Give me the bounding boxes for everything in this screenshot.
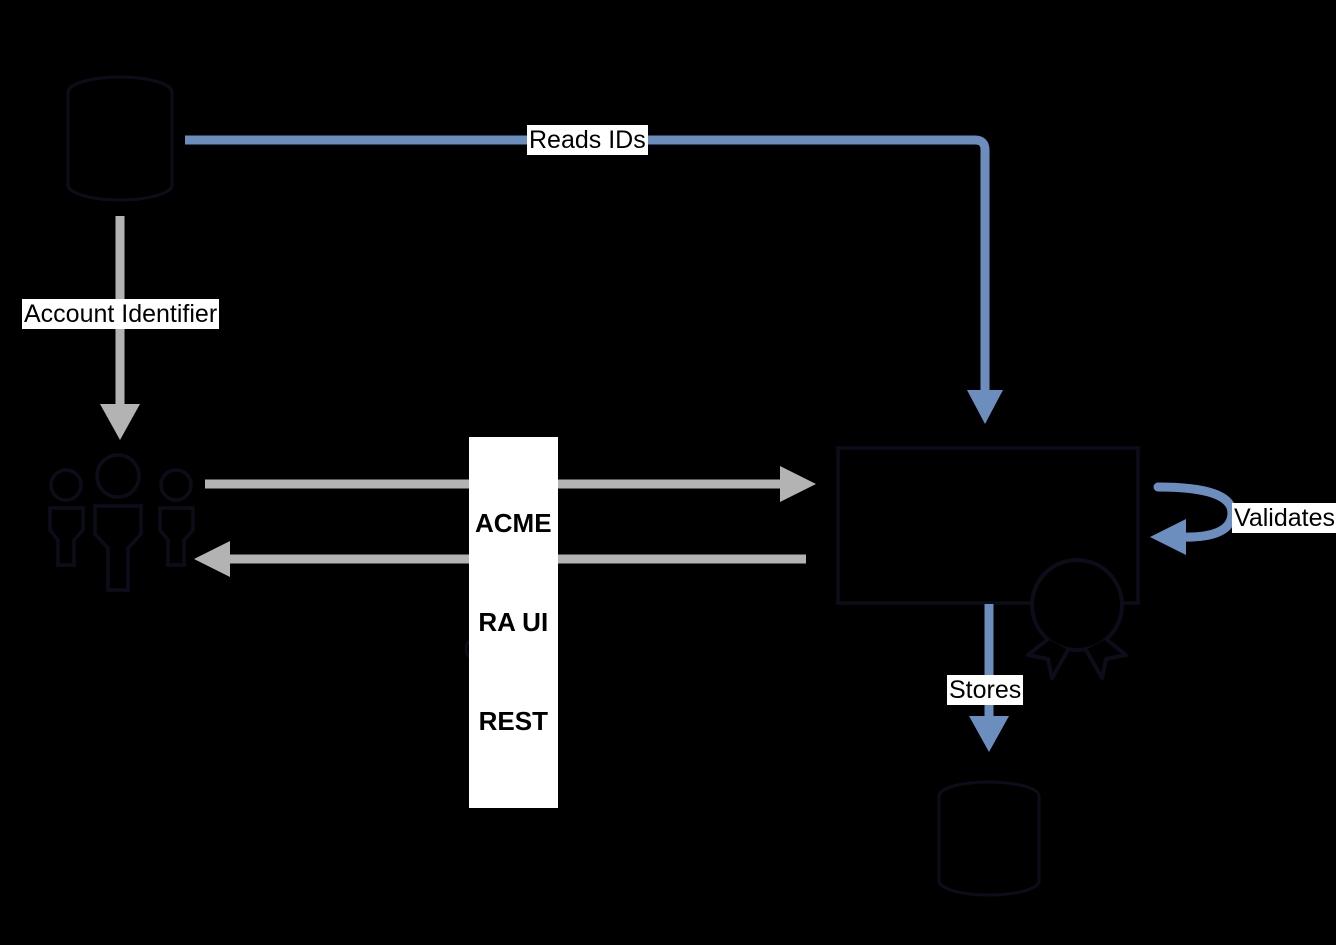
user-head-left <box>49 468 83 502</box>
service-rectangle <box>836 446 1140 605</box>
acme-label-line-1: ACME <box>475 508 552 538</box>
edge-reads-ids[interactable] <box>185 135 1003 424</box>
award-badge-circle <box>1030 558 1124 652</box>
award-badge-ribbon-right <box>1084 637 1128 680</box>
user-body-left <box>48 506 85 567</box>
users-actors-node[interactable] <box>48 453 195 592</box>
validates-arrowhead <box>1150 519 1186 555</box>
reads-ids-line <box>185 135 990 400</box>
response-arrowhead <box>194 541 230 577</box>
user-head-center <box>95 453 141 499</box>
reads-ids-arrowhead <box>967 390 1003 424</box>
award-badge-ribbon-left <box>1026 637 1070 680</box>
user-body-right <box>158 506 195 567</box>
target-database-body <box>937 796 1041 897</box>
acme-label-line-2: RA UI <box>478 607 549 637</box>
stores-arrowhead <box>969 716 1009 752</box>
account-identifier-arrowhead <box>100 404 140 440</box>
target-database-node[interactable] <box>937 780 1041 897</box>
database-body <box>66 92 174 202</box>
user-head-right <box>159 468 193 502</box>
edge-label-account-identifier: Account Identifier <box>22 299 220 329</box>
validates-loop-line <box>1153 482 1237 542</box>
user-body-center <box>93 504 143 592</box>
request-arrowhead <box>780 466 816 502</box>
edge-label-acme-ra-ui-rest: ACME RA UI REST <box>469 437 558 808</box>
edge-validates[interactable] <box>1150 482 1237 555</box>
edge-label-reads-ids: Reads IDs <box>527 125 648 155</box>
edge-label-validates: Validates <box>1232 503 1336 533</box>
edge-label-stores: Stores <box>947 675 1024 705</box>
acme-label-line-3: REST <box>478 706 548 736</box>
acme-ra-service-node[interactable] <box>836 446 1140 680</box>
source-database-node[interactable] <box>66 75 174 202</box>
